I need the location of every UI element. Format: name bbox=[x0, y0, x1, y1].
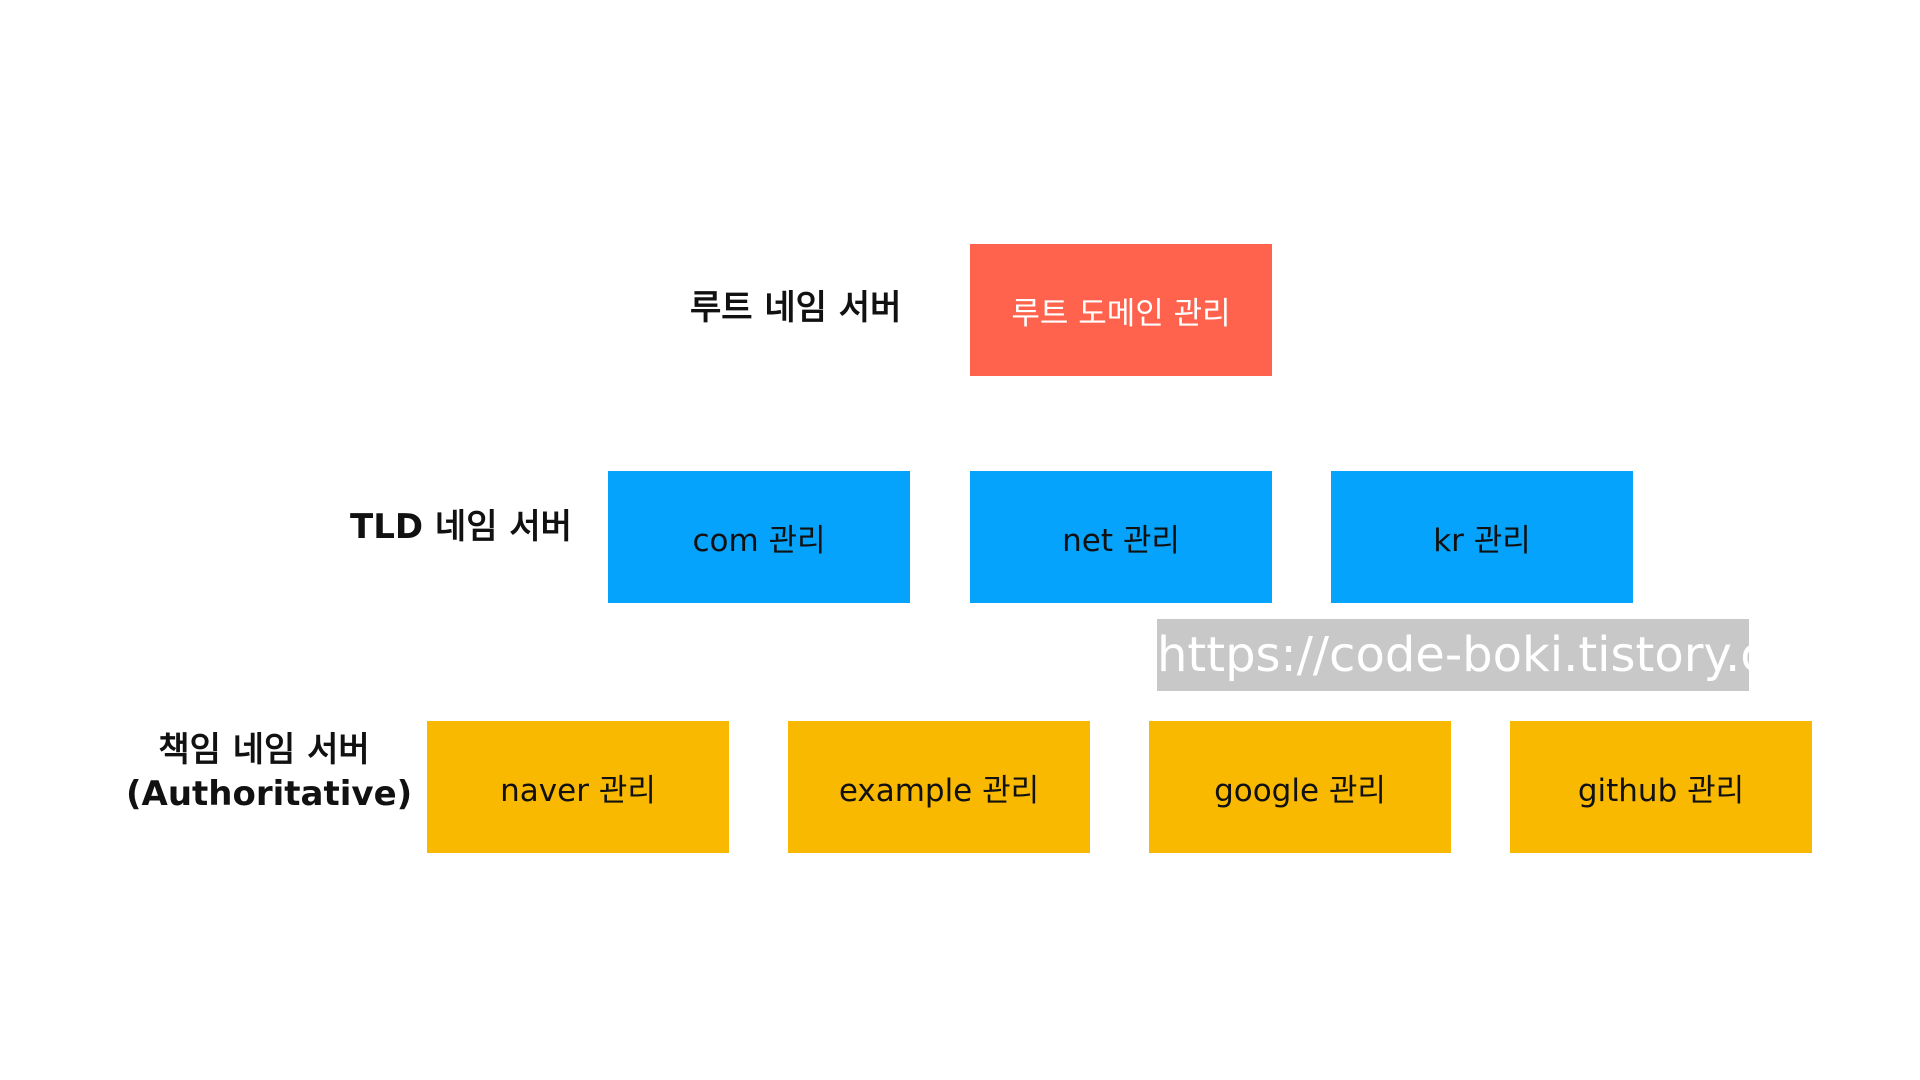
auth-node-github-label: github 관리 bbox=[1577, 772, 1745, 809]
tld-node-com-label: com 관리 bbox=[692, 522, 826, 559]
authoritative-label-line1: 책임 네임 서버 bbox=[158, 730, 370, 770]
auth-node-example: example 관리 bbox=[788, 721, 1090, 853]
authoritative-name-server-label: 책임 네임 서버 (Authoritative) bbox=[126, 728, 413, 816]
auth-node-google: google 관리 bbox=[1149, 721, 1451, 853]
auth-node-example-label: example 관리 bbox=[838, 772, 1040, 809]
authoritative-label-line2: (Authoritative) bbox=[126, 774, 413, 815]
tld-node-kr: kr 관리 bbox=[1331, 471, 1633, 603]
auth-node-github: github 관리 bbox=[1510, 721, 1812, 853]
tld-node-com: com 관리 bbox=[608, 471, 910, 603]
auth-node-naver: naver 관리 bbox=[427, 721, 729, 853]
tld-node-net: net 관리 bbox=[970, 471, 1272, 603]
tld-name-server-label: TLD 네임 서버 bbox=[350, 507, 572, 547]
root-name-server-label: 루트 네임 서버 bbox=[690, 288, 902, 328]
root-domain-node-label: 루트 도메인 관리 bbox=[1011, 295, 1231, 332]
tld-node-net-label: net 관리 bbox=[1062, 522, 1180, 559]
watermark-url: https://code-boki.tistory.com bbox=[1157, 619, 1749, 691]
auth-node-naver-label: naver 관리 bbox=[500, 772, 656, 809]
auth-node-google-label: google 관리 bbox=[1214, 772, 1386, 809]
tld-node-kr-label: kr 관리 bbox=[1433, 522, 1531, 559]
root-domain-node: 루트 도메인 관리 bbox=[970, 244, 1272, 376]
